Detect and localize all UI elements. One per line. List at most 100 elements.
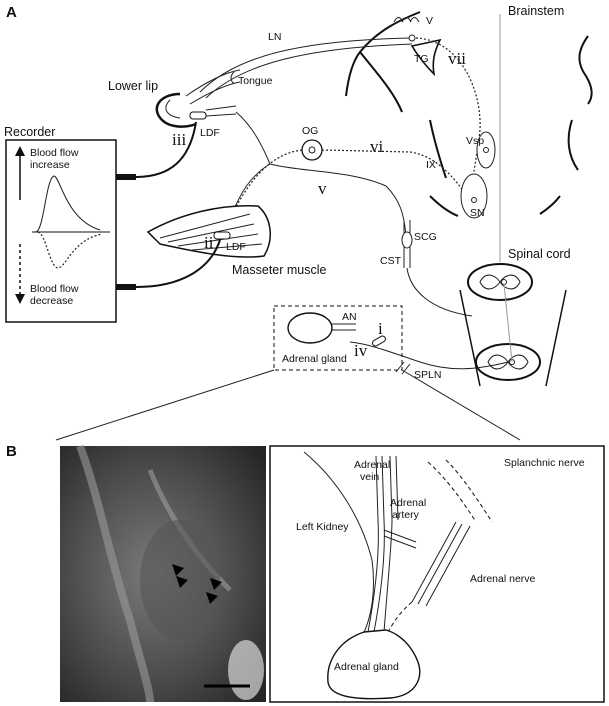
increase-label-2: increase	[30, 159, 70, 171]
splanchnic-nerve	[427, 459, 493, 523]
recorder-box	[5, 139, 117, 323]
increase-label-1: Blood flow	[30, 147, 79, 159]
adrenal-nerve	[411, 521, 471, 607]
roman-ii: ii	[204, 233, 214, 252]
arrowheads-right	[206, 578, 222, 604]
recorder-plug-top	[116, 174, 136, 180]
adrenal-box	[273, 305, 403, 371]
ln-nerve-lower	[205, 43, 413, 99]
recording-electrode	[372, 335, 386, 347]
an-nerve	[349, 341, 509, 370]
cable-lip	[135, 121, 197, 178]
cable-masseter	[135, 239, 221, 288]
spinal-cell-upper	[501, 279, 507, 285]
og-label: OG	[302, 125, 318, 137]
adrenal-nerve-label: Adrenal nerve	[470, 573, 536, 585]
brainstem-contour-6	[567, 119, 579, 171]
gray-matter-upper	[479, 274, 521, 290]
adrenal-artery-label-2: artery	[392, 509, 420, 521]
roman-v: v	[318, 179, 327, 198]
brainstem-contour-1	[345, 11, 421, 97]
gray-matter-lower	[487, 354, 529, 370]
ldf-label-lip: LDF	[200, 127, 220, 139]
brainstem-contour-4	[429, 195, 459, 217]
og-cell	[308, 146, 316, 154]
adrenal-vein-label-1: Adrenal	[354, 459, 390, 471]
adrenal-artery	[383, 455, 399, 633]
sn-cell	[471, 197, 477, 203]
splanchnic-label: Splanchnic nerve	[504, 457, 585, 469]
increase-trace	[35, 175, 101, 233]
adrenal-vessel	[332, 323, 356, 331]
dotted-path-vii	[415, 37, 481, 187]
vsp-label: Vsp	[466, 135, 484, 147]
tongue-label: Tongue	[238, 75, 273, 87]
an-label: AN	[342, 311, 357, 323]
tg-ganglion	[410, 38, 442, 77]
spln-cut	[395, 361, 411, 375]
adrenal-gland-label-a: Adrenal gland	[282, 353, 347, 365]
spinal-cord-label: Spinal cord	[508, 247, 571, 261]
adrenal-vein	[367, 455, 385, 633]
roman-vii: vii	[448, 49, 466, 68]
roman-iii: iii	[172, 130, 186, 149]
vsp-cell	[483, 147, 489, 153]
adrenal-vein-label-2: vein	[360, 471, 379, 483]
tongue-tip	[230, 71, 235, 85]
sn-nucleus	[460, 173, 488, 219]
roman-vi: vi	[370, 137, 384, 156]
masseter-muscle	[146, 204, 271, 258]
lower-lip-inner	[165, 99, 181, 119]
lip-nerve	[205, 105, 237, 117]
spinal-cord-right	[545, 289, 567, 387]
spinal-connection	[503, 283, 513, 363]
zoom-line-left	[55, 369, 275, 441]
tongue-outline	[185, 69, 241, 105]
arrowheads-left	[172, 564, 188, 588]
cst-path	[406, 267, 473, 317]
tg-label: TG	[414, 53, 429, 65]
masseter-label: Masseter muscle	[232, 263, 327, 277]
v-nerve-label: V	[426, 15, 433, 27]
spinal-cord-left	[459, 289, 481, 387]
ln-label: LN	[268, 31, 281, 43]
cst-label: CST	[380, 255, 402, 267]
ln-cell	[408, 34, 416, 42]
decrease-trace	[37, 231, 103, 269]
dotted-path-og-masseter	[231, 149, 303, 215]
ldf-probe-masseter	[213, 231, 231, 240]
artery-branch	[383, 529, 417, 549]
v-root	[393, 17, 420, 23]
brainstem-contour-5	[578, 35, 593, 105]
sympathetic-nerve-v	[269, 163, 407, 237]
scg-label: SCG	[414, 231, 437, 243]
adrenal-nerve-dashed	[385, 601, 413, 637]
recorder-plug-bottom	[116, 284, 136, 290]
adrenal-artery-label-1: Adrenal	[390, 497, 426, 509]
masseter-fibers	[159, 213, 263, 251]
decrease-label-1: Blood flow	[30, 283, 79, 295]
spln-label: SPLN	[414, 369, 441, 381]
decrease-arrowhead	[15, 294, 25, 304]
brainstem-label: Brainstem	[508, 4, 564, 18]
adrenal-gland-outline	[327, 629, 421, 700]
photo-vessel-1	[76, 444, 154, 703]
recorder-title: Recorder	[4, 125, 55, 139]
adrenal-gland-shape	[287, 312, 333, 344]
panel-a-label: A	[6, 4, 17, 21]
panel-b-label: B	[6, 443, 17, 460]
brainstem-contour-2	[359, 51, 403, 113]
schematic-box	[269, 445, 605, 703]
decrease-label-2: decrease	[30, 295, 73, 307]
zoom-line-right	[401, 369, 521, 441]
lower-lip-outline	[155, 92, 197, 128]
roman-iv: iv	[354, 341, 368, 360]
lip-branch	[235, 111, 271, 165]
ldf-label-masseter: LDF	[226, 241, 246, 253]
scg-ganglion	[401, 231, 413, 249]
adrenal-gland-label-b: Adrenal gland	[334, 661, 399, 673]
dotted-path-vi	[321, 149, 469, 199]
ln-nerve-upper	[199, 37, 413, 93]
brainstem-contour-7	[539, 195, 561, 215]
